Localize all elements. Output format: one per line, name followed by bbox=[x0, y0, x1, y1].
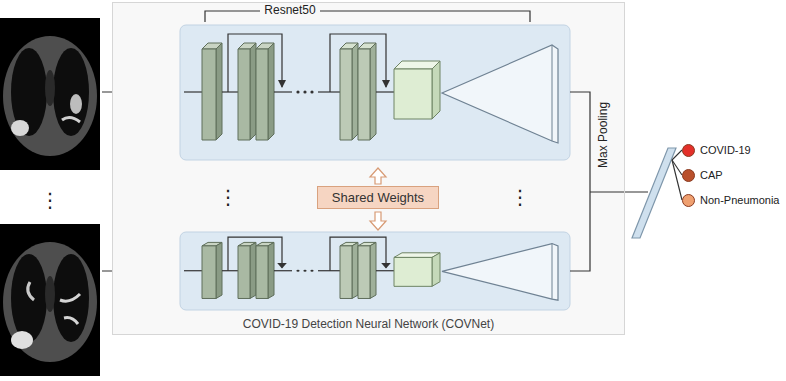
class-dot bbox=[682, 194, 695, 207]
class-dot bbox=[682, 144, 695, 157]
class-label: Non-Pneumonia bbox=[700, 194, 780, 206]
class-output: COVID-19 bbox=[682, 144, 751, 157]
box-label: Shared Weights bbox=[332, 190, 424, 205]
ellipsis-mark: ⋮ bbox=[218, 186, 238, 209]
shared-weights-box: Shared Weights bbox=[317, 186, 439, 209]
ellipsis-mark: ⋮ bbox=[510, 186, 530, 209]
part-label: Resnet50 bbox=[260, 4, 319, 18]
panel-title: COVID-19 Detection Neural Network (COVNe… bbox=[243, 317, 494, 331]
class-output: CAP bbox=[682, 169, 723, 182]
layer-label: Max Pooling bbox=[597, 102, 611, 168]
class-label: COVID-19 bbox=[700, 144, 751, 156]
class-output: Non-Pneumonia bbox=[682, 194, 780, 207]
class-label: CAP bbox=[700, 169, 723, 181]
network-panel: COVID-19 Detection Neural Network (COVNe… bbox=[112, 2, 625, 335]
class-dot bbox=[682, 169, 695, 182]
ellipsis-mark: ⋮ bbox=[40, 189, 60, 212]
